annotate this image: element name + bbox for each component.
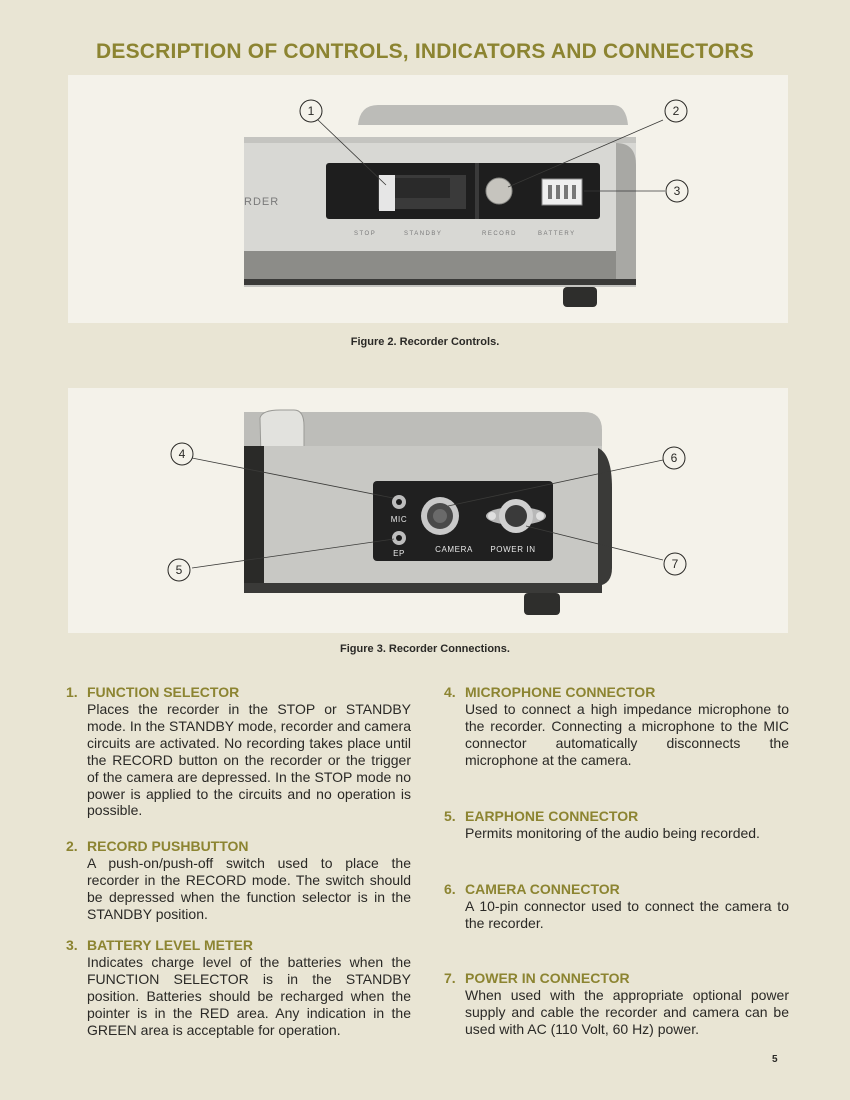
item-description: A push-on/push-off switch used to place … [87,855,411,922]
leader-line-5 [191,538,395,569]
page-title: DESCRIPTION OF CONTROLS, INDICATORS AND … [96,40,754,63]
page-number: 5 [772,1054,778,1065]
item-heading: MICROPHONE CONNECTOR [465,684,656,700]
callout-number: 7 [672,557,679,571]
panel-divider [475,163,479,219]
item-heading: POWER IN CONNECTOR [465,970,630,986]
recorder-foot [524,593,560,615]
callout-5: 5 [167,558,191,582]
mic-jack-hole [396,499,402,505]
label-record: RECORD [482,231,517,237]
item-number: 1. [66,684,78,700]
item-number: 4. [444,684,456,700]
device-model-text: RDER [244,196,279,208]
item-earphone-connector: 5. EARPHONE CONNECTOR Permits monitoring … [444,807,789,842]
figure-recorder-connections: MIC EP CAMERA POWER IN 4 5 6 [68,388,788,633]
leader-line-4 [191,457,394,499]
recorder-connections-illustration: MIC EP CAMERA POWER IN 4 5 6 [167,409,687,615]
item-number: 3. [66,937,78,953]
item-camera-connector: 6. CAMERA CONNECTOR A 10-pin connector us… [444,880,789,932]
leader-line-1 [317,119,387,186]
callout-number: 5 [176,563,183,577]
item-number: 5. [444,808,456,824]
leader-line-2 [507,119,664,188]
item-microphone-connector: 4. MICROPHONE CONNECTOR Used to connect a… [444,683,789,769]
item-battery-level-meter: 3. BATTERY LEVEL METER Indicates charge l… [66,936,411,1039]
power-in-connector-face [505,505,527,527]
item-heading: EARPHONE CONNECTOR [465,808,639,824]
item-function-selector: 1. FUNCTION SELECTOR Places the recorder … [66,683,411,819]
recorder-foot [563,287,597,307]
item-heading-row: 1. FUNCTION SELECTOR [66,683,411,701]
item-number: 6. [444,881,456,897]
label-ep: EP [393,549,405,558]
callout-number: 4 [179,447,186,461]
callout-6: 6 [662,446,686,470]
item-description: A 10-pin connector used to connect the c… [465,898,789,931]
recorder-base-edge [244,279,636,285]
item-description: Indicates charge level of the batteries … [87,954,411,1038]
label-standby: STANDBY [404,231,442,237]
label-stop: STOP [354,231,376,237]
item-heading-row: 2. RECORD PUSHBUTTON [66,837,411,855]
item-number: 2. [66,838,78,854]
item-heading: RECORD PUSHBUTTON [87,838,249,854]
figure-3-caption: Figure 3. Recorder Connections. [340,643,510,655]
callout-number: 1 [308,104,315,118]
item-heading: FUNCTION SELECTOR [87,684,240,700]
recorder-controls-illustration: RDER STOP STANDBY RECORD BATTERY 1 2 3 [244,99,689,307]
recorder-side [616,143,636,279]
label-mic: MIC [391,515,407,524]
power-in-screw [536,512,544,520]
item-description: When used with the appropriate optional … [465,987,789,1037]
item-heading-row: 7. POWER IN CONNECTOR [444,969,789,987]
callout-number: 2 [673,104,680,118]
function-selector-slot [390,178,450,198]
recorder-base [244,251,636,279]
battery-meter-scale [572,185,576,199]
item-description: Permits monitoring of the audio being re… [465,825,760,841]
callout-number: 6 [671,451,678,465]
callout-4: 4 [170,442,194,466]
earphone-jack-hole [396,535,402,541]
item-heading-row: 6. CAMERA CONNECTOR [444,880,789,898]
battery-meter-scale [556,185,560,199]
recorder-lid [244,412,602,446]
item-heading: CAMERA CONNECTOR [465,881,620,897]
label-power-in: POWER IN [490,545,535,554]
item-description: Places the recorder in the STOP or STAND… [87,701,411,819]
leader-line-6 [447,459,664,507]
recorder-lid [358,105,628,125]
item-heading-row: 5. EARPHONE CONNECTOR [444,807,789,825]
callout-2: 2 [664,99,688,123]
item-description: Used to connect a high impedance microph… [465,701,789,768]
recorder-base-edge [244,583,602,593]
item-heading-row: 3. BATTERY LEVEL METER [66,936,411,954]
battery-meter-scale [548,185,552,199]
recorder-left-edge [244,446,264,586]
callout-3: 3 [665,179,689,203]
item-power-in-connector: 7. POWER IN CONNECTOR When used with the … [444,969,789,1038]
power-in-screw [488,512,496,520]
callout-7: 7 [663,552,687,576]
callout-number: 3 [674,184,681,198]
leader-line-7 [525,525,664,561]
item-number: 7. [444,970,456,986]
recorder-side [598,448,612,586]
callout-1: 1 [299,99,323,123]
figure-2-caption: Figure 2. Recorder Controls. [350,336,500,348]
function-selector-knob[interactable] [379,175,395,211]
label-camera: CAMERA [435,545,473,554]
item-heading: BATTERY LEVEL METER [87,937,253,953]
item-record-pushbutton: 2. RECORD PUSHBUTTON A push-on/push-off s… [66,837,411,923]
record-button[interactable] [485,177,513,205]
item-heading-row: 4. MICROPHONE CONNECTOR [444,683,789,701]
label-battery: BATTERY [538,231,576,237]
figure-recorder-controls: RDER STOP STANDBY RECORD BATTERY 1 2 3 [68,75,788,323]
battery-meter-scale [564,185,568,199]
camera-connector-pins [433,509,447,523]
